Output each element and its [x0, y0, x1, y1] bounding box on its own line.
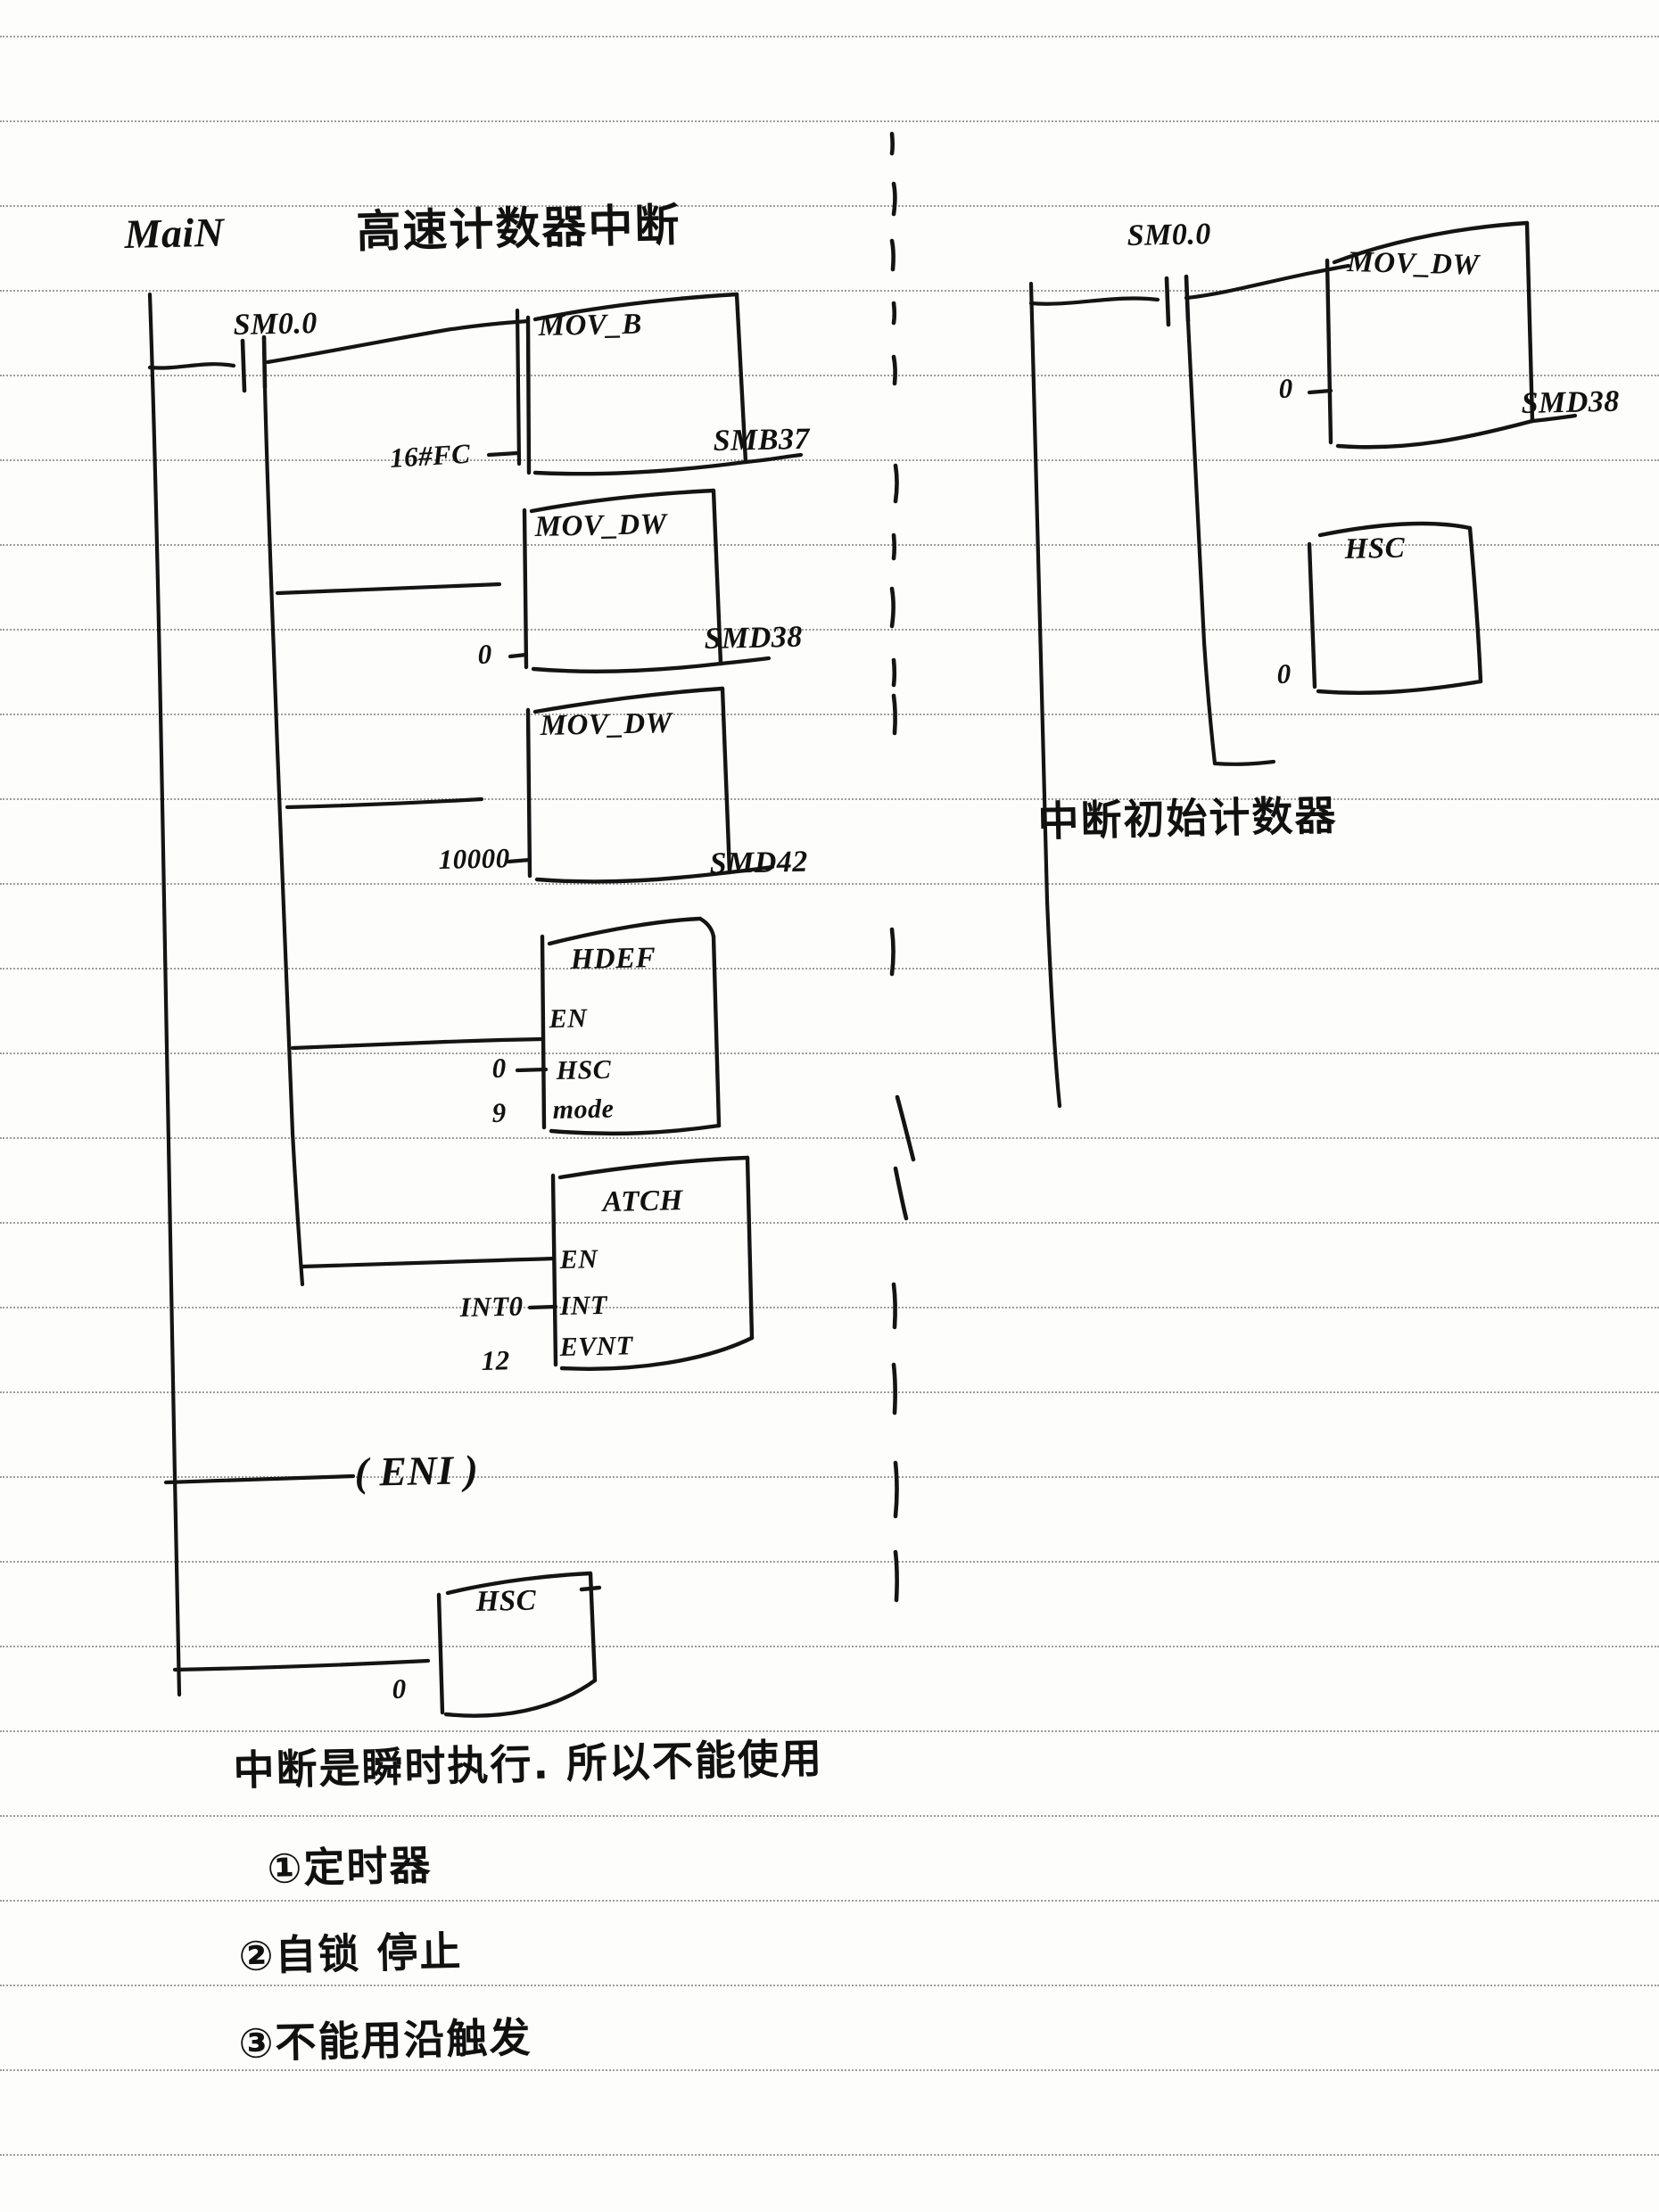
pin-label-atch-int: INT: [559, 1290, 608, 1321]
box-mov-dw-right: [1325, 220, 1535, 450]
pin-value-atch-evnt: 12: [481, 1344, 511, 1376]
operand-16hFC: 16#FC: [389, 437, 472, 474]
rung1-out-wire: [743, 452, 804, 465]
block-label-mov-dw-right: MOV_DW: [1346, 246, 1480, 282]
contact-sm00-right: [1164, 274, 1191, 327]
r-rung1-branch-down: [1185, 318, 1217, 766]
rung6-wire: [163, 1473, 356, 1485]
pin-value-hdef-hsc: 0: [491, 1052, 508, 1084]
atch-int-pin-tick: [527, 1304, 558, 1310]
box-atch: [550, 1155, 755, 1371]
operand-rung3: 10000: [438, 842, 511, 875]
pin-label-hdef-en: EN: [549, 1003, 588, 1034]
operand-right-rung1: 0: [1278, 372, 1294, 404]
output-label-smd38-left: SMD38: [704, 620, 804, 656]
block-label-mov-dw-1: MOV_DW: [534, 508, 667, 543]
note-line-2: ①定时器: [266, 1841, 433, 1893]
rung2-wire: [275, 582, 502, 596]
left-power-rail: [147, 292, 182, 1697]
box-hsc-left: [436, 1571, 602, 1718]
right-power-rail: [1028, 281, 1062, 1109]
right-annotation: 中断初始计数器: [1036, 790, 1339, 846]
rung2-operand-tick: [508, 652, 529, 659]
rung5-wire: [300, 1256, 556, 1269]
rung3-wire: [285, 796, 484, 810]
output-label-smd38-right: SMD38: [1521, 384, 1621, 420]
note-line-1: 中断是瞬时执行. 所以不能使用: [232, 1734, 824, 1795]
rung7-wire: [172, 1658, 431, 1672]
coil-eni: ( ENI ): [353, 1447, 479, 1495]
hdef-hsc-pin-tick: [515, 1067, 549, 1073]
pin-label-atch-evnt: EVNT: [559, 1331, 634, 1362]
box-mov-b: [525, 292, 748, 476]
pin-label-hdef-mode: mode: [552, 1094, 615, 1125]
block-label-hdef: HDEF: [570, 942, 656, 976]
rung3-operand-tick: [506, 857, 532, 864]
box-mov-dw-2: [525, 686, 732, 884]
box-mov-dw-1: [522, 488, 723, 674]
operand-rung2: 0: [477, 638, 493, 670]
operand-hsc-right: 0: [1276, 657, 1292, 689]
rung4-wire: [290, 1036, 545, 1051]
contact-label-sm00-left: SM0.0: [233, 307, 318, 342]
contact-sm00-left: [240, 334, 268, 393]
block-label-atch: ATCH: [602, 1184, 684, 1218]
block-label-hsc-right: HSC: [1344, 532, 1406, 565]
r-rung1-out-wire: [1530, 413, 1578, 424]
note-line-3: ②自锁 停止: [237, 1927, 463, 1980]
rung1-operand-tick: [486, 450, 520, 458]
rung1-wire: [147, 318, 531, 370]
rung1-branch-down: [262, 384, 305, 1287]
r-rung1-wire: [1028, 263, 1351, 306]
operand-hsc-left: 0: [392, 1672, 408, 1704]
program-name-main: MaiN: [123, 209, 225, 257]
page-title: 高速计数器中断: [355, 199, 682, 258]
pin-label-hdef-hsc: HSC: [556, 1054, 612, 1085]
contact-label-sm00-right: SM0.0: [1127, 218, 1212, 252]
box-hsc-right: [1307, 521, 1483, 695]
block-label-mov-b: MOV_B: [538, 308, 643, 343]
r-rung2-wire: [1212, 759, 1276, 766]
pin-value-hdef-mode: 9: [491, 1096, 508, 1128]
r-rung1-operand-tick: [1307, 388, 1333, 395]
section-divider: [889, 131, 916, 1603]
output-label-smd42: SMD42: [709, 845, 809, 880]
rung3-out-wire: [727, 864, 775, 875]
pin-value-atch-int: INT0: [459, 1290, 524, 1323]
output-label-smb37: SMB37: [713, 422, 811, 458]
note-line-4: ③不能用沿触发: [237, 2013, 532, 2068]
block-label-mov-dw-2: MOV_DW: [540, 706, 673, 742]
block-label-hsc-left: HSC: [475, 1584, 537, 1618]
rung1-left-vertical: [515, 308, 522, 466]
pin-label-atch-en: EN: [559, 1244, 598, 1275]
rung2-out-wire: [718, 656, 772, 666]
